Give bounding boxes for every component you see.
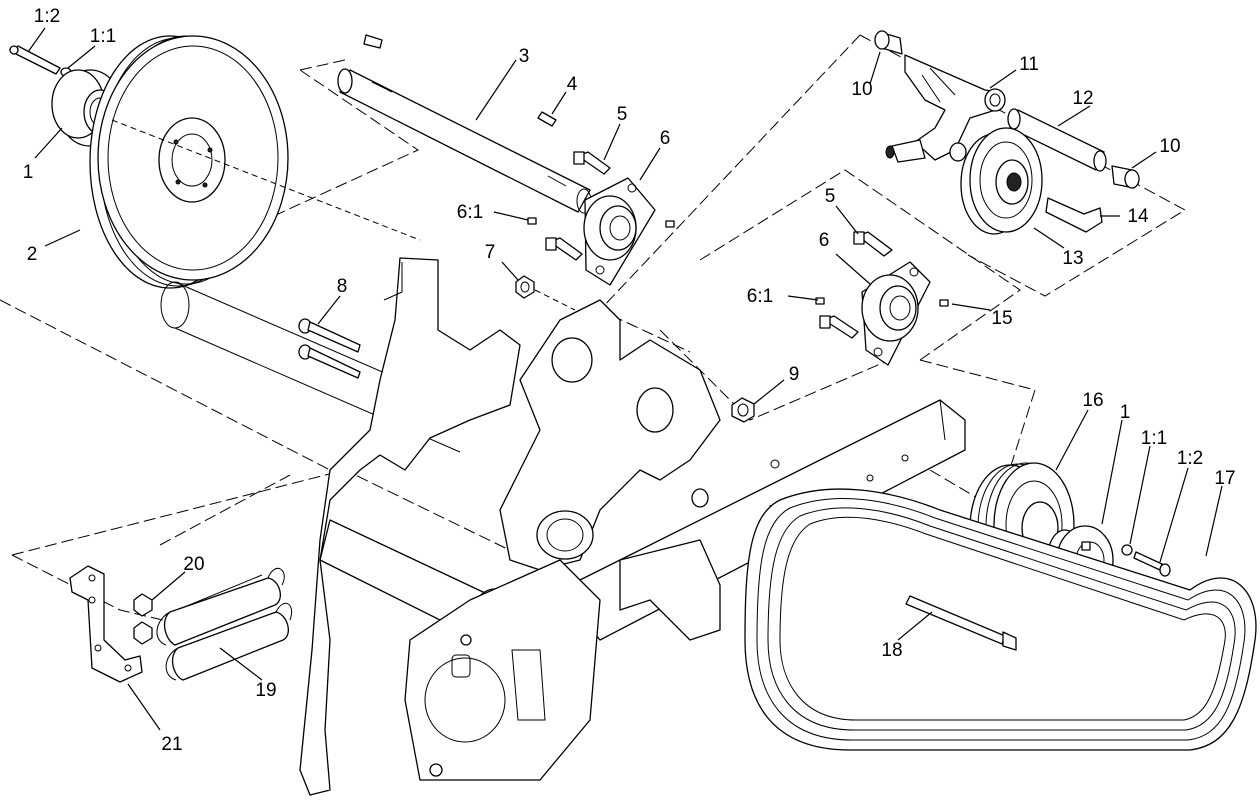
callout-14: 14 xyxy=(1127,206,1149,227)
bolt-18 xyxy=(905,595,1017,651)
callout-11: 11 xyxy=(1019,54,1039,75)
callout-1-top: 1 xyxy=(23,162,34,183)
bearing-6-lower xyxy=(861,261,931,366)
callout-1-1-right: 1:1 xyxy=(1141,428,1167,449)
bolt-5-upper-a xyxy=(573,151,611,175)
leader-lines xyxy=(27,27,1223,731)
bolt-1-2-top xyxy=(9,45,61,75)
idler-pulley-13 xyxy=(960,127,1043,235)
pulley-2 xyxy=(89,35,421,289)
callout-10-left: 10 xyxy=(851,79,872,100)
bushing-10-left xyxy=(874,30,903,55)
bearing-6-upper xyxy=(583,177,656,286)
washer-1-1-right xyxy=(1121,544,1133,556)
nut-20-a xyxy=(133,593,153,617)
callout-10-right: 10 xyxy=(1159,136,1180,157)
callout-labels: 1:2 1:1 1 2 3 4 5 6 6:1 7 8 9 10 11 12 1… xyxy=(23,6,1236,755)
callout-12: 12 xyxy=(1072,88,1093,109)
callout-1-2-right: 1:2 xyxy=(1177,448,1203,469)
callout-21: 21 xyxy=(161,734,182,755)
bolt-14 xyxy=(1045,197,1103,233)
callout-7: 7 xyxy=(485,242,496,263)
nut-9 xyxy=(731,397,755,423)
callout-8: 8 xyxy=(337,276,348,297)
callout-18: 18 xyxy=(881,640,902,661)
callout-6-1-upper: 6:1 xyxy=(457,202,483,223)
callout-5-upper: 5 xyxy=(617,104,628,125)
callout-6-lower: 6 xyxy=(819,230,830,251)
bolt-5-lower-a xyxy=(853,231,893,257)
idler-arm-11 xyxy=(885,54,1006,163)
callout-4: 4 xyxy=(567,74,578,95)
callout-9: 9 xyxy=(789,364,800,385)
callout-1-right: 1 xyxy=(1120,402,1131,423)
callout-5-lower: 5 xyxy=(825,186,836,207)
callout-15: 15 xyxy=(991,308,1012,329)
callout-3: 3 xyxy=(519,46,530,67)
shaft-3 xyxy=(337,68,592,214)
callout-1-1-top: 1:1 xyxy=(90,26,116,47)
bolt-1-2-right xyxy=(1133,551,1171,577)
setscrew-6-1-upper xyxy=(527,217,675,228)
setscrew-6-1-lower xyxy=(815,297,949,307)
bolt-5-upper-b xyxy=(545,237,583,261)
callout-16: 16 xyxy=(1082,390,1103,411)
nut-20-b xyxy=(133,621,153,645)
callout-19: 19 xyxy=(255,680,276,701)
bolt-8-a xyxy=(298,318,361,353)
bolt-8-b xyxy=(298,344,361,379)
callout-1-2-top: 1:2 xyxy=(34,6,60,27)
callout-17: 17 xyxy=(1214,468,1235,489)
key-4 xyxy=(537,111,557,127)
bushing-10-right xyxy=(1111,165,1140,189)
bolt-5-lower-b xyxy=(819,315,859,339)
callout-6-1-lower: 6:1 xyxy=(747,286,773,307)
callout-2: 2 xyxy=(27,244,38,265)
callout-6-upper: 6 xyxy=(660,128,671,149)
callout-20: 20 xyxy=(183,554,204,575)
bracket-21 xyxy=(69,565,143,683)
spring-19 xyxy=(156,567,292,681)
nut-7 xyxy=(515,275,576,311)
callout-13: 13 xyxy=(1062,248,1083,269)
key-4-top xyxy=(363,34,383,49)
shaft-12 xyxy=(1007,108,1107,172)
belt-17 xyxy=(744,488,1257,751)
